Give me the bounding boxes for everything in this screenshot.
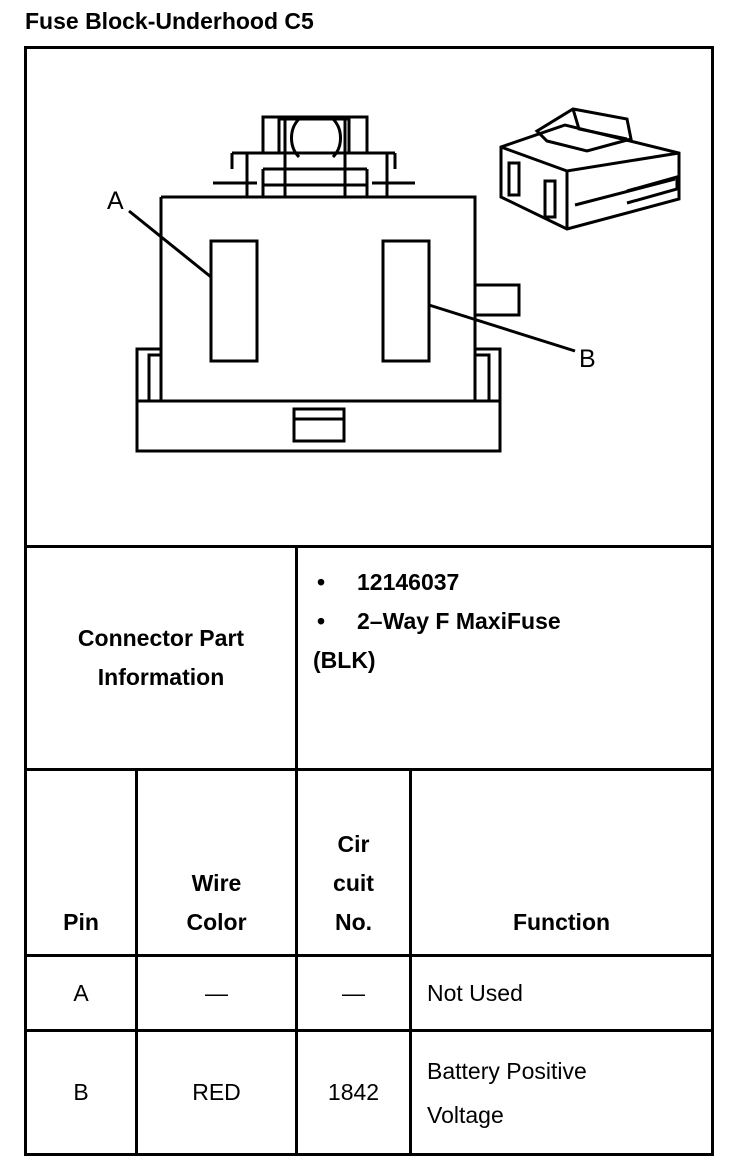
- connector-face-drawing: [128, 115, 576, 453]
- table-row-b-circuit: 1842: [327, 1079, 380, 1105]
- table-row-b-wire-color: RED: [192, 1079, 241, 1105]
- list-item-continuation: (BLK): [313, 647, 376, 673]
- connector-info-label-line2: Information: [97, 664, 225, 690]
- header-pin: Pin: [27, 771, 135, 954]
- connector-info-label-line1: Connector Part: [77, 625, 245, 651]
- connector-diagram: A B: [107, 107, 681, 453]
- divider: [295, 768, 298, 1153]
- table-row-a-function: Not Used: [427, 979, 523, 1006]
- bullet-icon: •: [317, 608, 326, 634]
- divider: [135, 768, 138, 1153]
- divider: [409, 768, 412, 1153]
- table-row-a-wire-color: —: [205, 979, 228, 1006]
- divider: [27, 545, 711, 548]
- divider: [295, 545, 298, 769]
- divider: [27, 954, 711, 957]
- connector-sheet: A B Connector Part Information Pin Wire …: [24, 46, 714, 1156]
- bullet-icon: •: [317, 569, 326, 595]
- connector-info-list: • 12146037 • 2–Way F MaxiFuse (BLK): [313, 563, 561, 680]
- divider: [27, 768, 711, 771]
- table-row-b-function: Battery Positive Voltage: [427, 1057, 587, 1128]
- header-wire-color: Wire Color: [186, 870, 247, 935]
- connector-iso-drawing: [499, 107, 681, 231]
- connector-info-label: Connector Part Information: [27, 548, 295, 768]
- page-title: Fuse Block-Underhood C5: [25, 8, 314, 34]
- list-item: • 12146037: [313, 563, 561, 602]
- list-item: • 2–Way F MaxiFuse: [313, 602, 561, 641]
- callout-a-label: A: [107, 187, 124, 215]
- table-row-a-circuit: —: [342, 979, 365, 1006]
- header-pin-text: Pin: [63, 909, 99, 935]
- callout-b-label: B: [579, 345, 596, 373]
- header-function: Function: [512, 909, 611, 935]
- table-row-b-pin: B: [73, 1079, 89, 1105]
- header-circuit-no: Cir cuit No.: [333, 831, 374, 935]
- divider: [27, 1029, 711, 1032]
- table-row-a-pin: A: [73, 979, 89, 1006]
